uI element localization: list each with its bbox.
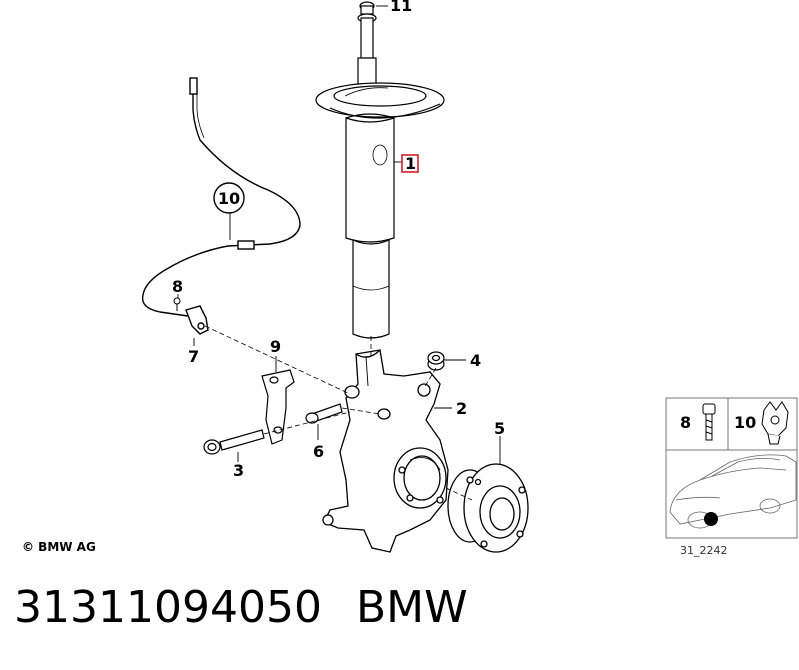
wheel-hub xyxy=(447,463,529,553)
callout-7: 7 xyxy=(188,347,199,366)
part-number: 31311094050 xyxy=(14,582,322,633)
nut-4 xyxy=(427,351,445,371)
callout-8: 8 xyxy=(172,277,183,296)
legend-panel: 8 10 xyxy=(665,397,798,539)
location-marker-icon xyxy=(704,512,718,526)
callout-10: 10 xyxy=(218,189,240,208)
cable-clip-icon xyxy=(761,401,789,445)
callout-5: 5 xyxy=(494,419,505,438)
callout-1-highlight-box xyxy=(401,154,419,173)
diagram-reference-code: 31_2242 xyxy=(680,544,728,557)
callout-3: 3 xyxy=(233,461,244,480)
callout-1: 1 xyxy=(405,154,416,173)
brand-name: BMW xyxy=(356,582,468,633)
callout-6: 6 xyxy=(313,442,324,461)
steering-knuckle xyxy=(322,349,449,553)
bracket-9 xyxy=(261,369,295,445)
leader-lines xyxy=(177,5,501,464)
socket-screw-icon xyxy=(702,403,716,441)
callout-11: 11 xyxy=(390,0,412,15)
legend-item-10-label: 10 xyxy=(734,413,756,432)
copyright-notice: © BMW AG xyxy=(22,540,96,554)
callout-2: 2 xyxy=(456,399,467,418)
assembly-lines xyxy=(204,325,473,501)
legend-item-8-label: 8 xyxy=(680,413,691,432)
callout-10-bubble: 10 xyxy=(213,182,245,214)
car-location-icon xyxy=(669,454,797,529)
abs-sensor-cable xyxy=(141,77,301,335)
bolt-3 xyxy=(203,429,265,455)
bolt-6 xyxy=(305,403,343,424)
strut-assembly xyxy=(315,1,445,339)
callout-4: 4 xyxy=(470,351,481,370)
callout-9: 9 xyxy=(270,337,281,356)
screw-8 xyxy=(173,297,181,311)
